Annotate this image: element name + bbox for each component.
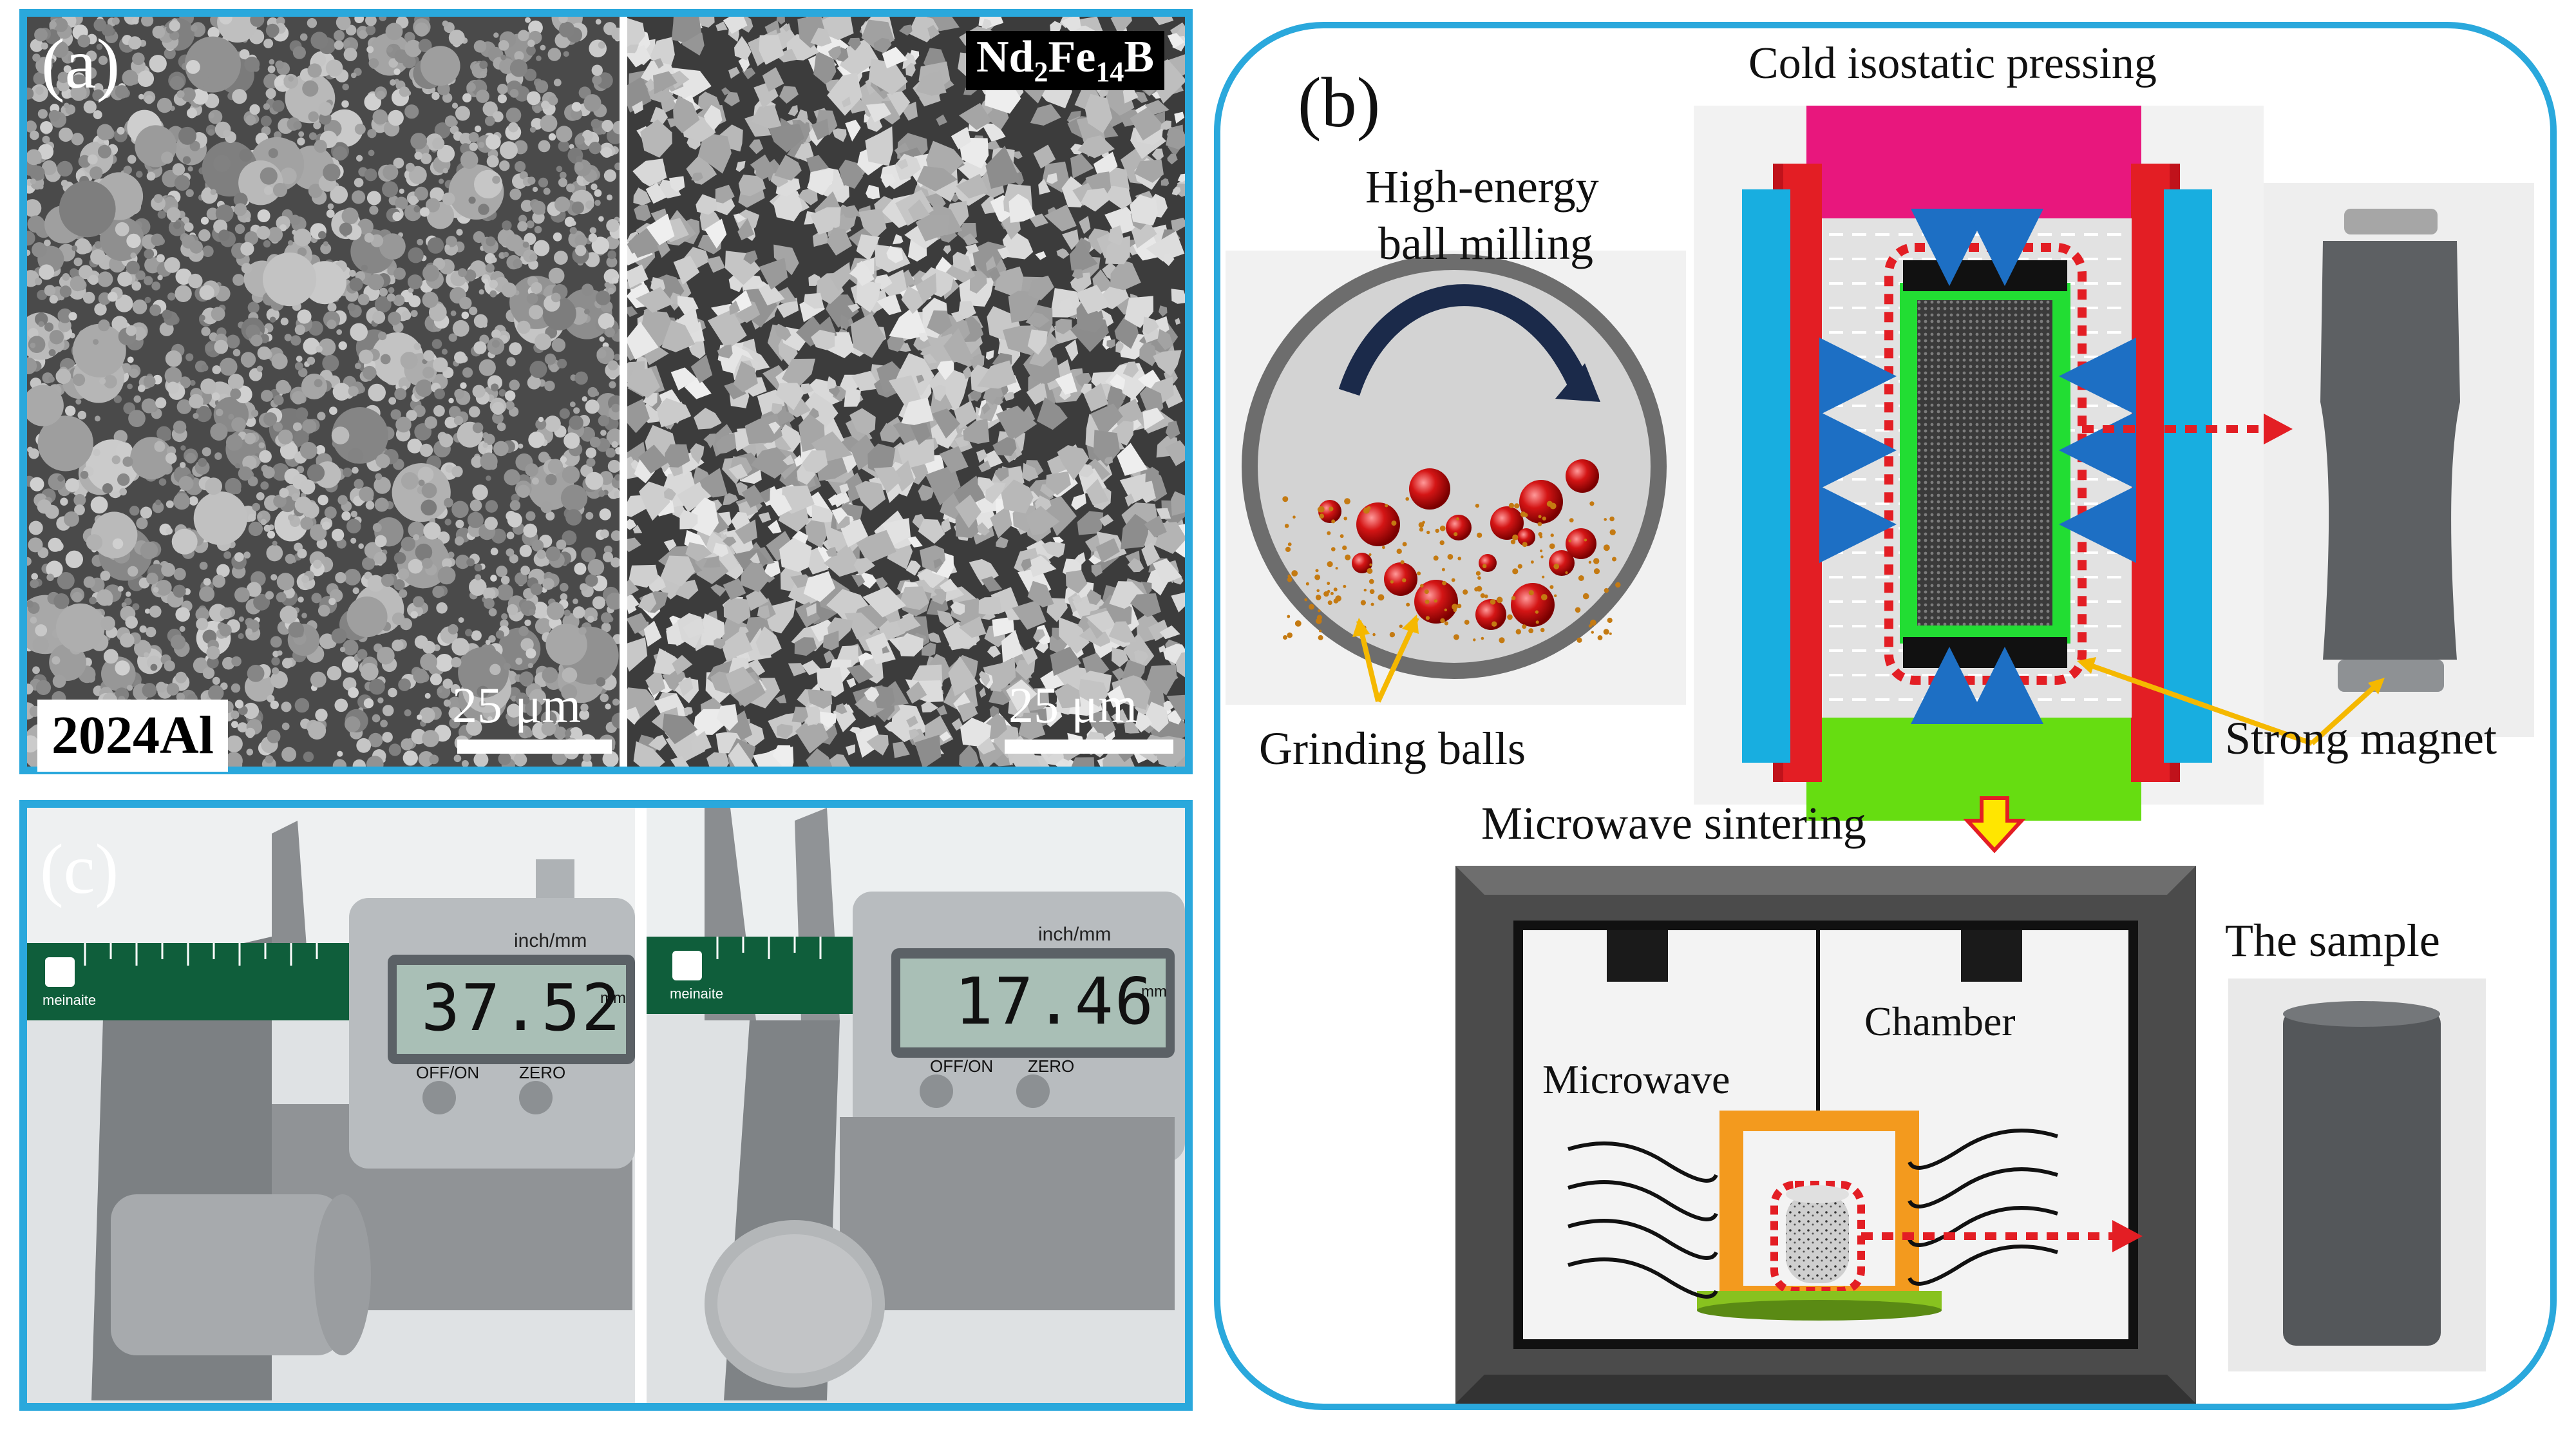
sintering-title: Microwave sintering xyxy=(1481,797,1866,849)
powder-particles-group xyxy=(1282,496,1621,644)
left-coil xyxy=(1742,189,1790,763)
label-nd2fe14b: Nd2Fe14B xyxy=(966,31,1165,90)
rotation-arrow-icon xyxy=(1338,284,1591,396)
powder-compact xyxy=(1917,300,2052,625)
scale-label-left: 25 μm xyxy=(452,677,581,733)
caliper-left-button-off-on: OFF/ON xyxy=(416,1063,480,1082)
cip-title: Cold isostatic pressing xyxy=(1748,39,2157,88)
grinding-ball xyxy=(1409,468,1450,510)
upper-punch xyxy=(1806,106,2141,218)
sample-in-oven xyxy=(1786,1193,1849,1283)
bottom-magnet-plate xyxy=(1903,637,2067,668)
photo-caliper-diameter xyxy=(647,808,1185,1403)
chamber-label: Chamber xyxy=(1864,998,2016,1044)
right-rail xyxy=(2131,164,2170,782)
strong-magnet-label: Strong magnet xyxy=(2225,712,2497,764)
microwave-label: Microwave xyxy=(1542,1056,1730,1102)
flow-arrow-cip-to-sintering xyxy=(1963,796,2026,854)
grinding-ball xyxy=(1519,480,1563,524)
caliper-right-button-zero: ZERO xyxy=(1028,1056,1075,1076)
right-coil xyxy=(2164,189,2212,763)
grinding-ball xyxy=(1318,500,1341,523)
panel-a-divider xyxy=(620,17,627,767)
grinding-ball xyxy=(1446,515,1472,540)
milling-title-line2: ball milling xyxy=(1378,218,1593,269)
grinding-ball xyxy=(1479,554,1497,572)
caliper-left-unit: mm xyxy=(600,989,626,1007)
caliper-right-unit-header: inch/mm xyxy=(1038,924,1112,945)
pressure-arrows xyxy=(1819,209,2136,724)
caliper-left-button-zero: ZERO xyxy=(519,1063,566,1082)
grinding-ball xyxy=(1549,550,1575,576)
magnetron-right xyxy=(1961,930,2022,982)
scale-bar-left xyxy=(457,740,612,754)
milling-title-line1: High-energy xyxy=(1365,161,1599,213)
label-2024al: 2024Al xyxy=(37,700,228,772)
grinding-ball xyxy=(1490,506,1524,540)
sample-photo-cylinder xyxy=(2283,1011,2441,1346)
panel-a-sem-images: (a) 2024Al 25 μm Nd2Fe14B 25 μm xyxy=(19,9,1193,774)
microwave-wave-arrows xyxy=(1567,1129,2058,1299)
scale-bar-right xyxy=(1005,740,1173,754)
label-b: B xyxy=(1124,32,1155,82)
grinding-ball xyxy=(1566,528,1596,559)
grinding-ball xyxy=(1511,583,1555,627)
top-magnet-plate xyxy=(1903,260,2067,291)
scale-label-right: 25 μm xyxy=(1009,677,1137,733)
caliper-left-reading: 37.52 xyxy=(421,970,622,1045)
grinding-ball xyxy=(1475,599,1506,630)
grinding-ball xyxy=(1566,459,1599,493)
panel-a-letter: (a) xyxy=(41,24,120,103)
panel-c-divider xyxy=(635,808,647,1403)
grinding-balls-label: Grinding balls xyxy=(1259,723,1526,774)
panel-b-process-schematic: (b) High-energy ball milling Grinding ba… xyxy=(1214,22,2557,1410)
sem-image-ndfeb xyxy=(627,17,1185,767)
label-nd: Nd xyxy=(976,32,1034,82)
panel-c-caliper-photos: inch/mm 37.52 mm OFF/ON ZERO meinaite in… xyxy=(19,800,1193,1411)
magnetron-left xyxy=(1607,930,1668,982)
process-schematic-svg xyxy=(1226,106,2534,1404)
panel-c-letter: (c) xyxy=(40,830,119,908)
caliper-right-button-off-on: OFF/ON xyxy=(930,1056,994,1076)
grinding-ball xyxy=(1384,562,1417,596)
magnet-cap-top xyxy=(2344,209,2438,234)
magnet-photo-cylinder xyxy=(2320,241,2460,660)
sem-image-2024al xyxy=(27,17,620,767)
label-fe: Fe xyxy=(1048,32,1096,82)
grinding-ball xyxy=(1517,528,1535,546)
photo-caliper-length xyxy=(27,808,635,1403)
grinding-ball xyxy=(1352,553,1372,573)
caliper-right-brand: meinaite xyxy=(670,986,724,1002)
label-sub-14: 14 xyxy=(1095,56,1124,88)
strong-magnet-pointer xyxy=(2082,660,2313,746)
panel-b-letter: (b) xyxy=(1298,63,1381,142)
caliper-left-unit-header: inch/mm xyxy=(514,930,587,951)
caliper-right-reading: 17.46 xyxy=(954,964,1155,1039)
label-sub-2: 2 xyxy=(1034,56,1048,88)
lower-punch xyxy=(1806,718,2141,821)
magnet-cap-bottom xyxy=(2338,660,2444,692)
caliper-left-brand: meinaite xyxy=(43,992,97,1008)
caliper-right-unit: mm xyxy=(1141,983,1167,1000)
the-sample-label: The sample xyxy=(2225,915,2440,966)
